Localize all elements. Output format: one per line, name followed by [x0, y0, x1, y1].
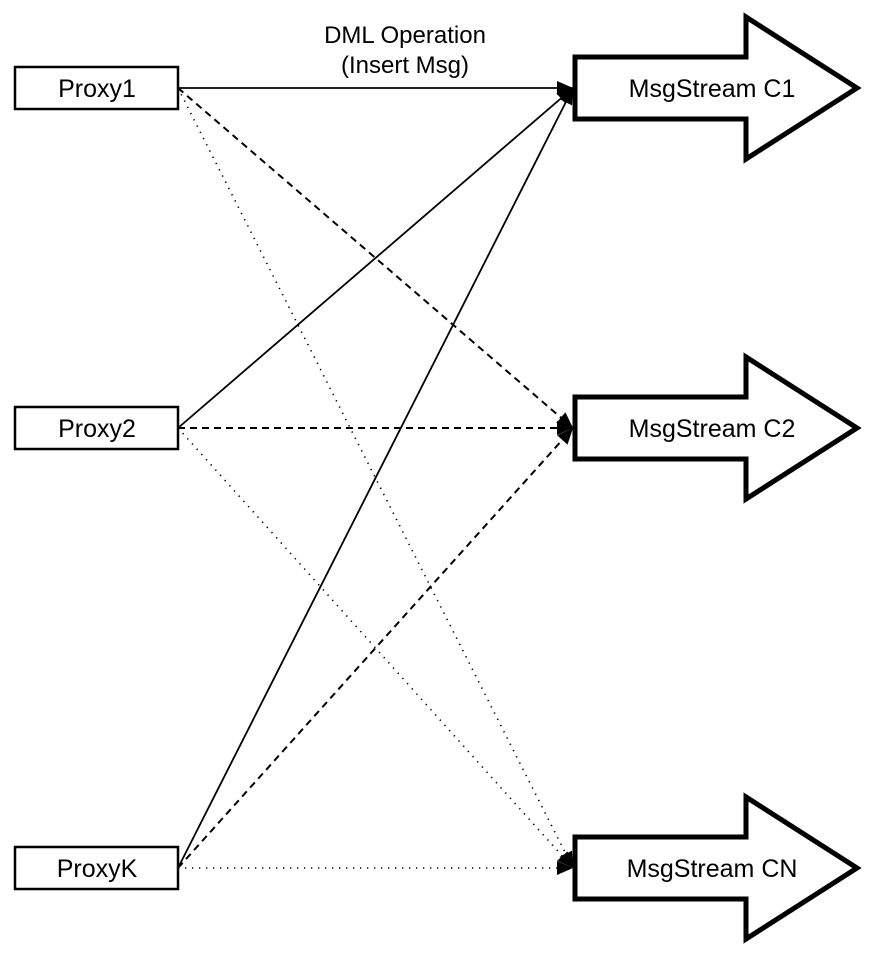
node-proxy1: Proxy1 — [13, 65, 180, 111]
proxy1-label: Proxy1 — [58, 75, 136, 103]
edge-proxyk-c2 — [177, 427, 574, 869]
edge-proxy2-c1 — [177, 87, 574, 429]
node-proxy2: Proxy2 — [13, 405, 180, 451]
msgstream-cn-label: MsgStream CN — [627, 855, 798, 883]
msgstream-c1-label: MsgStream C1 — [629, 75, 796, 103]
proxy2-label: Proxy2 — [58, 415, 136, 443]
node-msgstream-c2: MsgStream C2 — [572, 352, 862, 504]
node-proxyk: ProxyK — [13, 845, 180, 891]
edge-proxyk-c1 — [177, 87, 574, 869]
msgstream-c2-arrow — [572, 352, 862, 504]
edge-proxy2-cn — [177, 427, 574, 869]
proxyk-box — [13, 845, 180, 891]
proxyk-label: ProxyK — [57, 855, 138, 883]
diagram-title-line2: (Insert Msg) — [341, 52, 469, 79]
msgstream-c1-arrow — [572, 12, 862, 164]
edge-layer — [177, 81, 574, 875]
msgstream-cn-arrow — [572, 792, 862, 944]
edge-proxy1-cn — [177, 87, 574, 869]
edge-proxy1-c2 — [177, 87, 574, 429]
node-msgstream-c1: MsgStream C1 — [572, 12, 862, 164]
proxy1-box — [13, 65, 180, 111]
msgstream-c2-label: MsgStream C2 — [629, 415, 796, 443]
diagram-title-line1: DML Operation — [324, 22, 486, 49]
proxy2-box — [13, 405, 180, 451]
node-msgstream-cn: MsgStream CN — [572, 792, 862, 944]
